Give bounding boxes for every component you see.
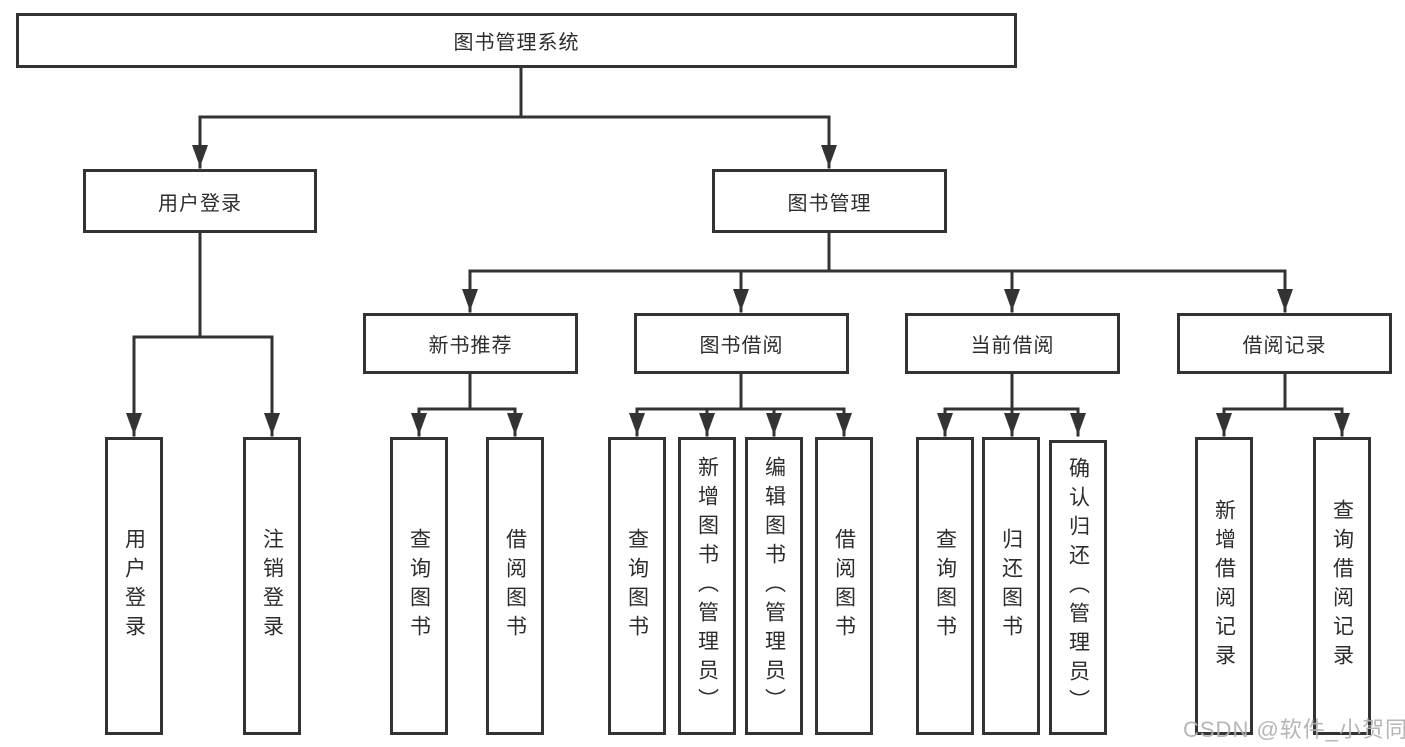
node-nbr-query-books: 查询图书 xyxy=(390,437,448,735)
node-bb-query-books-label: 查询图书 xyxy=(625,528,649,644)
node-root-label: 图书管理系统 xyxy=(453,32,580,54)
node-cb-return-books: 归还图书 xyxy=(982,437,1040,735)
watermark: CSDN @软件_小贺同学 xyxy=(1183,717,1405,742)
node-book-management-label: 图书管理 xyxy=(787,192,872,215)
node-new-book-recommend-label: 新书推荐 xyxy=(428,335,513,357)
node-bb-borrow-books: 借阅图书 xyxy=(815,437,873,735)
node-root: 图书管理系统 xyxy=(16,13,1017,68)
node-user-login-action: 用户登录 xyxy=(105,437,163,735)
node-current-borrowing-label: 当前借阅 xyxy=(970,335,1055,357)
node-logout-action-label: 注销登录 xyxy=(260,528,284,644)
node-borrowing-records: 借阅记录 xyxy=(1177,313,1392,374)
node-cb-confirm-return-admin: 确认归还（管理员） xyxy=(1049,440,1107,735)
node-user-login-label: 用户登录 xyxy=(158,192,242,215)
node-logout-action: 注销登录 xyxy=(243,437,301,735)
node-user-login: 用户登录 xyxy=(83,169,317,233)
node-borrowing-records-label: 借阅记录 xyxy=(1242,335,1327,357)
node-bb-edit-books-admin: 编辑图书（管理员） xyxy=(745,437,803,735)
node-br-query-record: 查询借阅记录 xyxy=(1313,437,1371,735)
node-bb-query-books: 查询图书 xyxy=(608,437,666,735)
node-nbr-borrow-books: 借阅图书 xyxy=(486,437,544,735)
node-book-borrowing-label: 图书借阅 xyxy=(699,335,784,357)
node-nbr-borrow-books-label: 借阅图书 xyxy=(503,528,527,644)
node-cb-query-books: 查询图书 xyxy=(916,437,974,735)
node-user-login-action-label: 用户登录 xyxy=(122,528,146,644)
node-cb-return-books-label: 归还图书 xyxy=(999,528,1023,644)
node-br-add-record-label: 新增借阅记录 xyxy=(1212,499,1236,673)
node-cb-confirm-return-admin-label: 确认归还（管理员） xyxy=(1066,457,1090,718)
node-bb-borrow-books-label: 借阅图书 xyxy=(832,528,856,644)
node-br-add-record: 新增借阅记录 xyxy=(1195,437,1253,735)
node-current-borrowing: 当前借阅 xyxy=(905,313,1120,374)
node-br-query-record-label: 查询借阅记录 xyxy=(1330,499,1354,673)
node-cb-query-books-label: 查询图书 xyxy=(933,528,957,644)
node-book-management: 图书管理 xyxy=(712,169,947,233)
node-bb-add-books-admin: 新增图书（管理员） xyxy=(678,437,736,735)
node-book-borrowing: 图书借阅 xyxy=(634,313,849,374)
node-new-book-recommend: 新书推荐 xyxy=(363,313,578,374)
node-bb-add-books-admin-label: 新增图书（管理员） xyxy=(695,455,719,717)
node-bb-edit-books-admin-label: 编辑图书（管理员） xyxy=(762,455,786,717)
node-nbr-query-books-label: 查询图书 xyxy=(407,528,431,644)
